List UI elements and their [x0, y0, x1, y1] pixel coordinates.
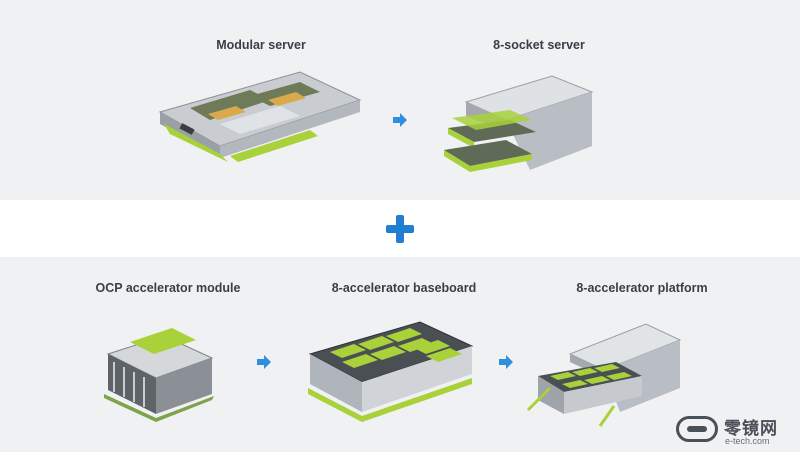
arrow-right-icon	[499, 355, 513, 369]
modular-server-image	[158, 71, 362, 162]
ocp-accelerator-module-label: OCP accelerator module	[95, 281, 241, 295]
plus-icon	[386, 215, 414, 243]
eight-accelerator-baseboard-image	[308, 321, 474, 422]
modular-server-label: Modular server	[216, 38, 306, 52]
eight-socket-server-label: 8-socket server	[493, 38, 585, 52]
eight-accelerator-platform-image	[526, 323, 682, 427]
eight-accelerator-baseboard-label: 8-accelerator baseboard	[331, 281, 477, 295]
watermark-logo-icon	[676, 416, 718, 442]
eight-socket-server-image	[444, 75, 594, 172]
ocp-accelerator-module-image	[104, 328, 214, 422]
watermark: 零镜网 e-tech.com	[676, 412, 798, 450]
eight-accelerator-platform-label: 8-accelerator platform	[576, 281, 708, 295]
watermark-name: 零镜网	[724, 419, 778, 439]
top-band	[0, 0, 800, 200]
watermark-domain: e-tech.com	[725, 436, 770, 446]
arrow-right-icon	[393, 113, 407, 127]
arrow-right-icon	[257, 355, 271, 369]
